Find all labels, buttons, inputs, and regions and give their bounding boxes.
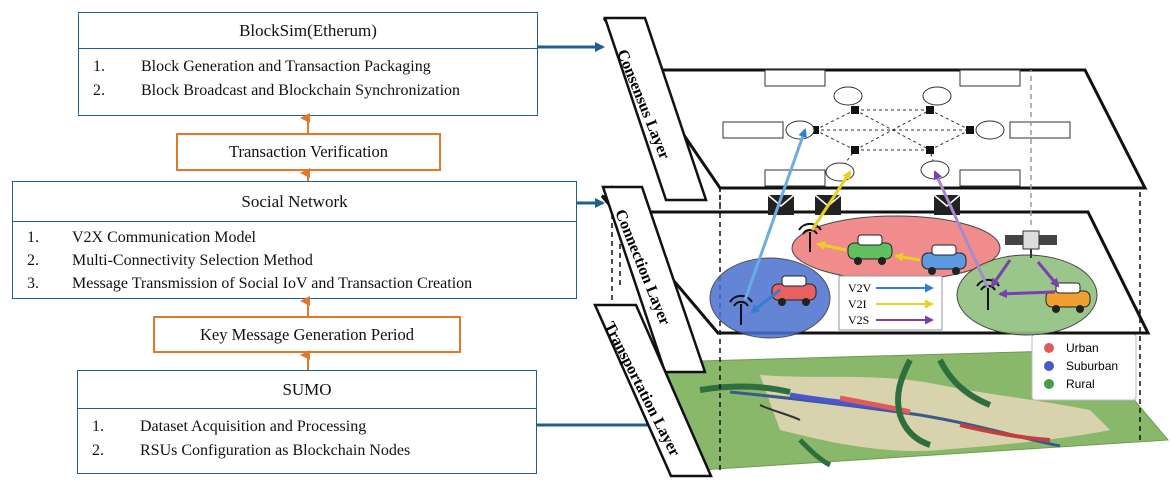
list-item: 1. Dataset Acquisition and Processing xyxy=(92,418,367,435)
rural-label: Rural xyxy=(1066,377,1095,391)
car-icon xyxy=(921,244,967,275)
list-item: 3. Message Transmission of Social IoV an… xyxy=(27,275,473,292)
sumo-box: SUMO 1. Dataset Acquisition and Processi… xyxy=(77,370,537,474)
blocksim-box: BlockSim(Etherum) 1. Block Generation an… xyxy=(78,12,538,116)
blockchain-nodes xyxy=(811,106,974,154)
blocksim-title: BlockSim(Etherum) xyxy=(79,13,537,49)
block-chains xyxy=(722,69,1071,187)
social-network-list: 1. V2X Communication Model 2. Multi-Conn… xyxy=(13,222,576,298)
urban-label: Urban xyxy=(1066,341,1099,355)
car-icon xyxy=(1045,282,1091,313)
list-item: 2. Block Broadcast and Blockchain Synchr… xyxy=(93,82,461,99)
link-legend: V2V V2I V2S xyxy=(838,275,943,331)
transportation-map xyxy=(663,349,1170,471)
antenna-icon xyxy=(729,295,753,325)
v2s-label: V2S xyxy=(848,313,869,327)
layer-mapping-arrows xyxy=(537,42,670,430)
list-item: 2. RSUs Configuration as Blockchain Node… xyxy=(92,442,411,459)
blocksim-list: 1. Block Generation and Transaction Pack… xyxy=(79,49,537,106)
v2i-label: V2I xyxy=(848,297,867,311)
car-icon xyxy=(771,275,817,306)
list-item: 1. V2X Communication Model xyxy=(27,229,256,246)
list-item: 2. Multi-Connectivity Selection Method xyxy=(27,252,313,269)
satellite-icon xyxy=(1005,230,1057,258)
transaction-verification-box: Transaction Verification xyxy=(176,133,441,171)
rural-dot xyxy=(1044,379,1054,389)
rsu-node-icons xyxy=(785,86,1005,182)
v2v-label: V2V xyxy=(848,281,872,295)
sumo-title: SUMO xyxy=(78,371,536,409)
envelope-icon xyxy=(767,194,795,215)
region-legend: Urban Suburban Rural xyxy=(1031,333,1137,401)
social-network-title: Social Network xyxy=(13,182,576,222)
suburban-label: Suburban xyxy=(1066,359,1118,373)
antenna-icon xyxy=(798,223,822,252)
social-network-box: Social Network 1. V2X Communication Mode… xyxy=(12,181,577,299)
list-item: 1. Block Generation and Transaction Pack… xyxy=(93,58,431,75)
suburban-dot xyxy=(1044,361,1054,371)
sumo-list: 1. Dataset Acquisition and Processing 2.… xyxy=(78,409,536,466)
car-icon xyxy=(847,234,893,265)
urban-dot xyxy=(1044,343,1054,353)
